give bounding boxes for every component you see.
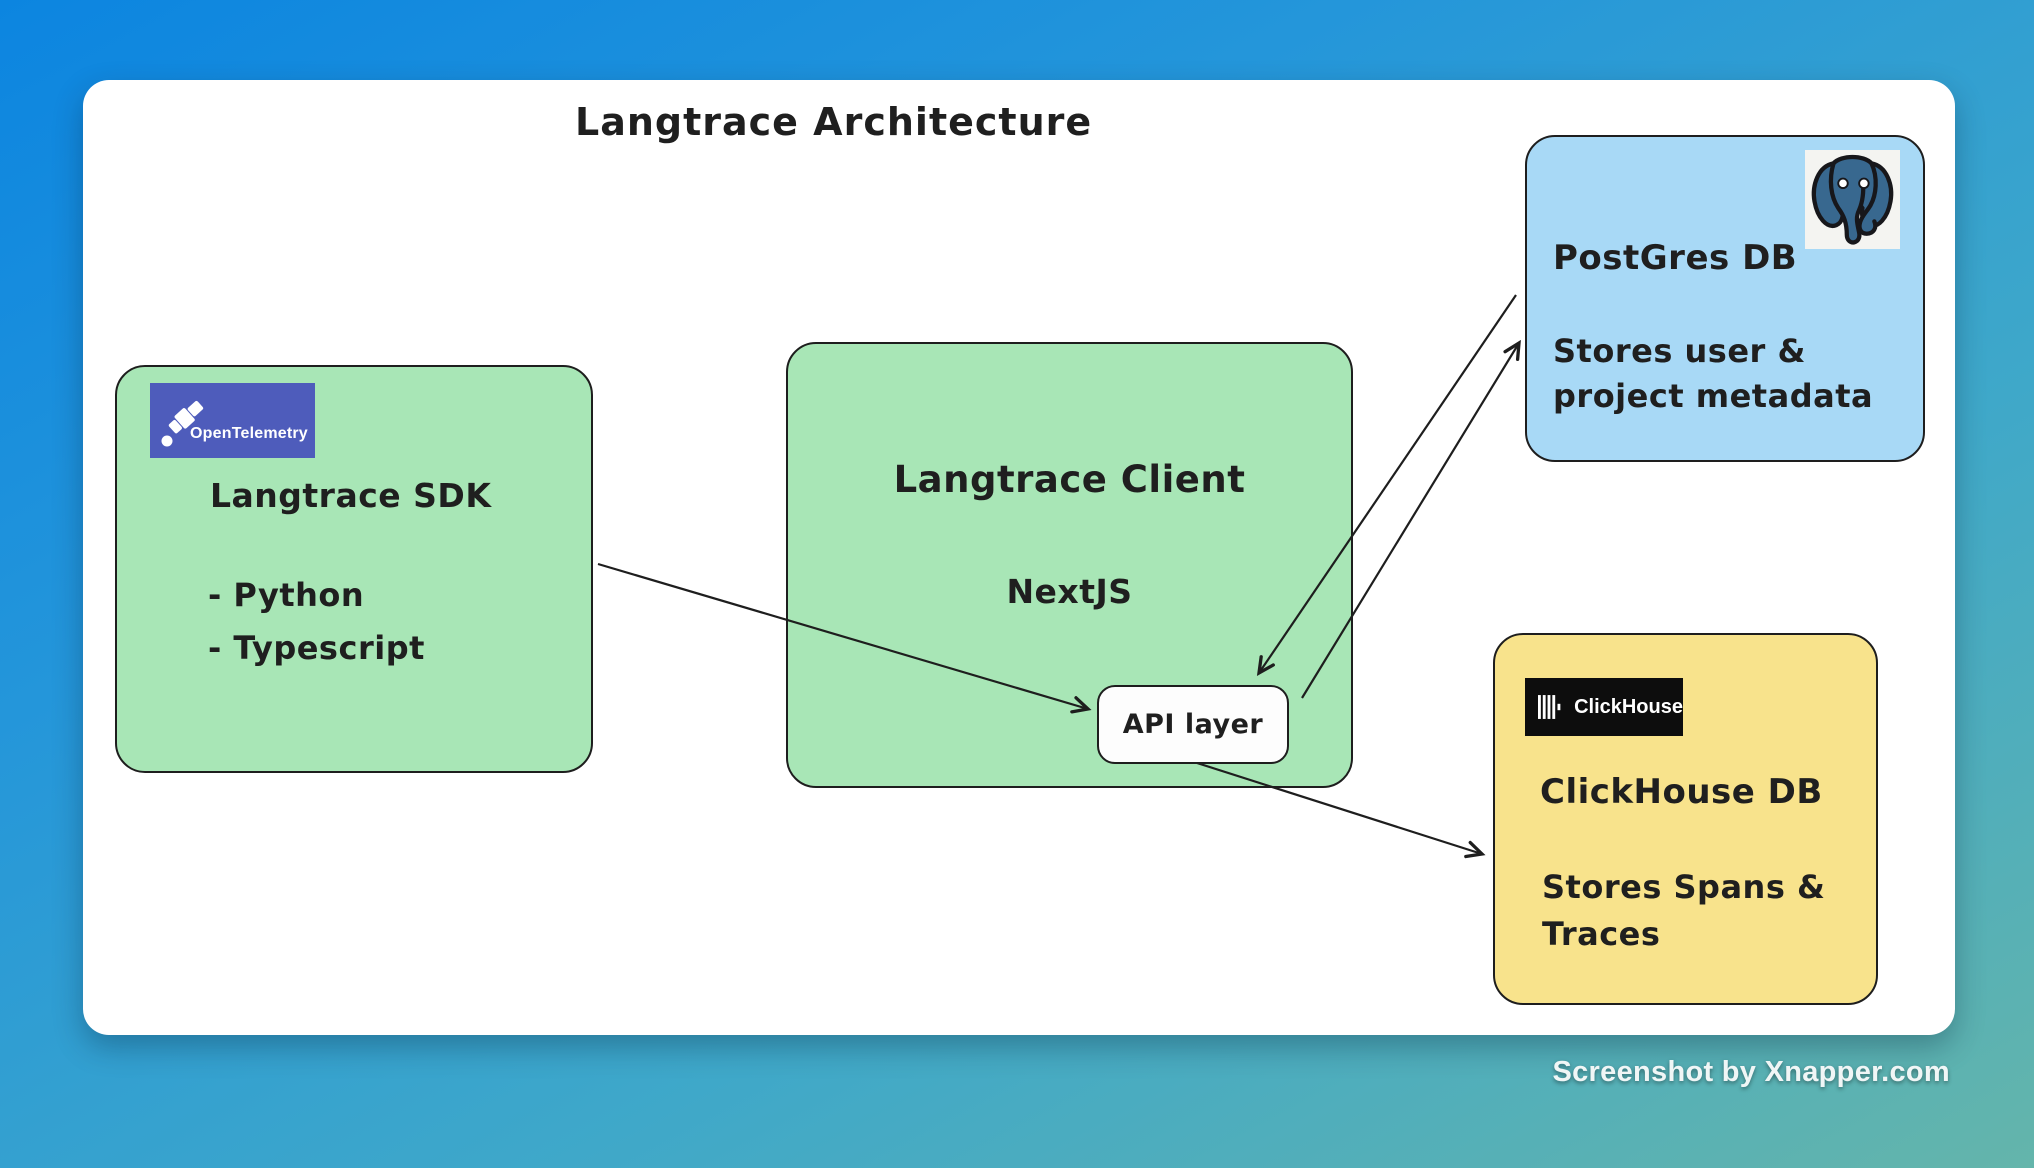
- client-framework-label: NextJS: [1006, 572, 1133, 611]
- clickhouse-logo-label: ClickHouse: [1574, 695, 1683, 718]
- node-api-layer: API layer: [1097, 685, 1289, 764]
- clickhouse-logo: ClickHouse: [1525, 678, 1683, 736]
- postgresql-logo: [1805, 150, 1900, 249]
- postgres-elephant-icon: [1811, 154, 1894, 245]
- postgres-description-line: project metadata: [1553, 377, 1874, 415]
- opentelemetry-logo: OpenTelemetry: [150, 383, 315, 458]
- diagram-title: Langtrace Architecture: [575, 100, 1093, 144]
- clickhouse-title: ClickHouse DB: [1540, 772, 1823, 812]
- telescope-icon: [161, 400, 204, 447]
- postgres-title: PostGres DB: [1553, 238, 1798, 278]
- api-layer-label: API layer: [1122, 709, 1264, 740]
- sdk-list-item: - Python: [208, 576, 365, 614]
- sdk-title: Langtrace SDK: [210, 476, 492, 515]
- clickhouse-bars-icon: [1538, 695, 1561, 719]
- client-title: Langtrace Client: [893, 458, 1246, 501]
- sdk-list-item: - Typescript: [208, 629, 425, 667]
- opentelemetry-logo-label: OpenTelemetry: [190, 425, 308, 442]
- postgres-description-line: Stores user &: [1553, 332, 1806, 370]
- clickhouse-description-line: Stores Spans &: [1542, 868, 1826, 906]
- xnapper-watermark: Screenshot by Xnapper.com: [1552, 1056, 1950, 1088]
- clickhouse-description-line: Traces: [1542, 915, 1661, 953]
